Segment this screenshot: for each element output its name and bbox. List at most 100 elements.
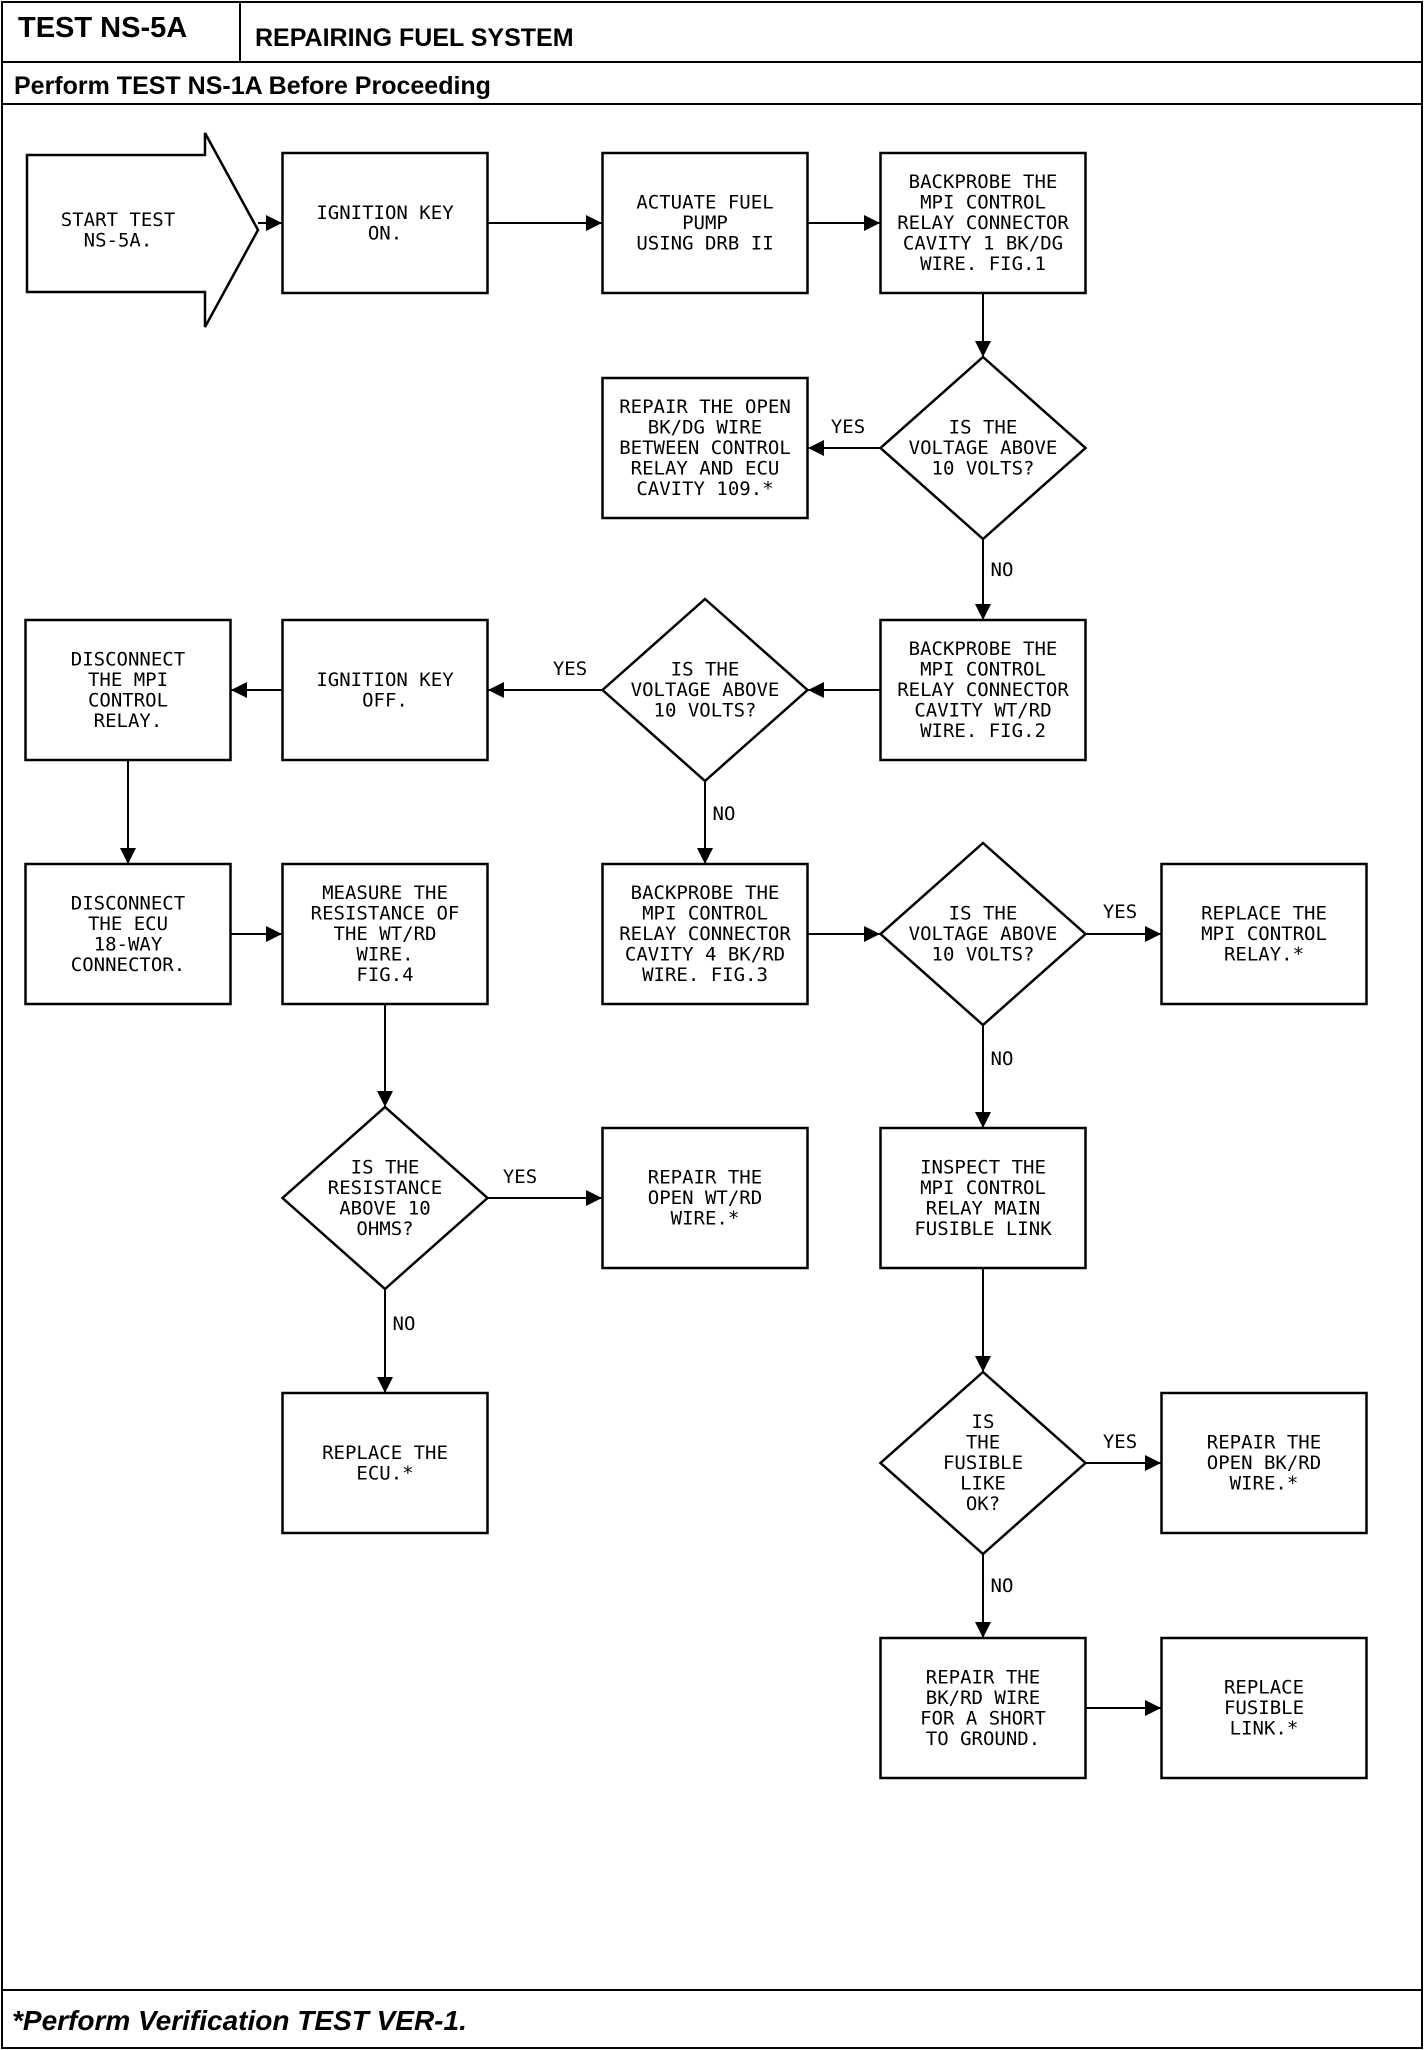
node-text: LINK.* (1230, 1718, 1299, 1740)
node-text: MPI CONTROL (920, 659, 1046, 681)
node-text: THE MPI (88, 669, 168, 691)
node-text: DISCONNECT (71, 892, 185, 914)
node-text: IGNITION KEY (316, 669, 454, 691)
branch-label-yes: YES (553, 658, 587, 680)
node-text: CAVITY 4 BK/RD (625, 944, 785, 966)
node-text: RELAY CONNECTOR (897, 212, 1069, 234)
node-text: VOLTAGE ABOVE (909, 923, 1058, 945)
node-text: LIKE (960, 1473, 1006, 1495)
node-text: RELAY MAIN (926, 1197, 1040, 1219)
node-text: START TEST (61, 209, 175, 231)
node-text: VOLTAGE ABOVE (631, 679, 780, 701)
node-text: RELAY AND ECU (631, 458, 780, 480)
branch-label-yes: YES (503, 1166, 537, 1188)
node-text: THE (966, 1432, 1000, 1454)
node-text: CONNECTOR. (71, 954, 185, 976)
branch-label-yes: YES (1103, 1431, 1137, 1453)
node-text: BACKPROBE THE (909, 638, 1058, 660)
node-text: REPAIR THE (648, 1167, 762, 1189)
node-text: 18-WAY (94, 933, 163, 955)
branch-label-no: NO (991, 559, 1014, 581)
branch-label-no: NO (991, 1048, 1014, 1070)
node-text: BK/RD WIRE (926, 1687, 1040, 1709)
node-text: IS (972, 1411, 995, 1433)
node-text: CAVITY 109.* (636, 478, 773, 500)
test-id: TEST NS-5A (18, 12, 188, 44)
node-text: WIRE. FIG.1 (920, 253, 1046, 275)
node-text: CAVITY 1 BK/DG (903, 233, 1063, 255)
node-text: FUSIBLE (1224, 1697, 1304, 1719)
node-text: MPI CONTROL (920, 1177, 1046, 1199)
node-text: RESISTANCE OF (311, 903, 460, 925)
node-text: IS THE (351, 1156, 420, 1178)
node-text: IS THE (671, 659, 740, 681)
node-text: FOR A SHORT (920, 1707, 1046, 1729)
node-text: TO GROUND. (926, 1728, 1040, 1750)
branch-label-yes: YES (831, 416, 865, 438)
node-text: IS THE (949, 417, 1018, 439)
branch-label-yes: YES (1103, 901, 1137, 923)
node-text: DISCONNECT (71, 648, 185, 670)
node-text: CONTROL (88, 689, 168, 711)
node-text: RESISTANCE (328, 1177, 442, 1199)
node-text: MPI CONTROL (920, 192, 1046, 214)
node-text: REPLACE THE (322, 1442, 448, 1464)
node-text: NS-5A. (84, 229, 153, 251)
node-text: BETWEEN CONTROL (619, 437, 791, 459)
node-text: WIRE. FIG.3 (642, 964, 768, 986)
node-text: 10 VOLTS? (932, 458, 1035, 480)
node-text: PUMP (682, 212, 728, 234)
node-text: FUSIBLE LINK (914, 1218, 1052, 1240)
node-text: VOLTAGE ABOVE (909, 437, 1058, 459)
node-text: ABOVE 10 (339, 1197, 431, 1219)
node-text: OPEN BK/RD (1207, 1452, 1321, 1474)
node-text: 10 VOLTS? (654, 700, 757, 722)
node-text: RELAY.* (1224, 944, 1304, 966)
node-text: ECU.* (356, 1462, 413, 1484)
node-text: 10 VOLTS? (932, 944, 1035, 966)
node-text: BK/DG WIRE (648, 417, 762, 439)
node-text: USING DRB II (636, 233, 773, 255)
node-text: MPI CONTROL (642, 903, 768, 925)
node-text: REPLACE THE (1201, 903, 1327, 925)
node-text: RELAY CONNECTOR (897, 679, 1069, 701)
prerequisite-note: Perform TEST NS-1A Before Proceeding (14, 72, 491, 100)
verification-footnote: *Perform Verification TEST VER-1. (12, 2005, 467, 2036)
node-text: BACKPROBE THE (631, 882, 780, 904)
node-text: OK? (966, 1493, 1000, 1515)
node-text: IS THE (949, 903, 1018, 925)
node-text: OFF. (362, 689, 408, 711)
node-text: WIRE.* (671, 1208, 740, 1230)
node-text: OHMS? (356, 1218, 413, 1240)
node-text: BACKPROBE THE (909, 171, 1058, 193)
node-text: MPI CONTROL (1201, 923, 1327, 945)
branch-label-no: NO (393, 1313, 416, 1335)
node-text: RELAY CONNECTOR (619, 923, 791, 945)
node-text: ACTUATE FUEL (636, 192, 773, 214)
node-text: THE ECU (88, 913, 168, 935)
node-text: INSPECT THE (920, 1156, 1046, 1178)
node-text: FIG.4 (356, 964, 413, 986)
node-text: MEASURE THE (322, 882, 448, 904)
